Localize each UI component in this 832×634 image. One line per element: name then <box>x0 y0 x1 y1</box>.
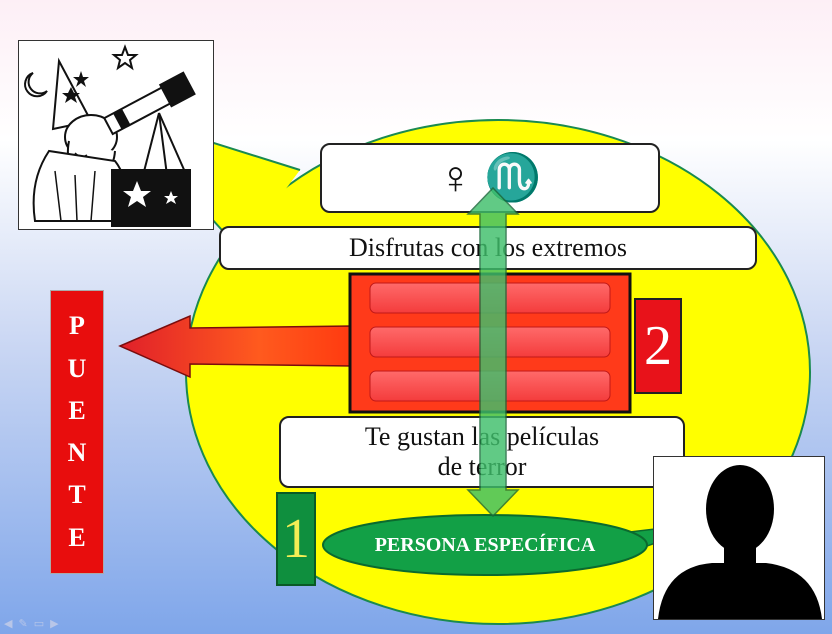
forward-icon[interactable]: ▶ <box>50 617 65 630</box>
level-one-badge: 1 <box>276 492 316 586</box>
double-arrow-icon <box>466 186 520 518</box>
person-photo <box>653 456 825 620</box>
persona-label-text: PERSONA ESPECÍFICA <box>374 533 596 556</box>
bridge-letter: N <box>67 438 87 468</box>
slideshow-toolbar[interactable]: ◀✎▭▶ <box>4 617 65 630</box>
astrologer-icon <box>24 44 196 227</box>
persona-label: PERSONA ESPECÍFICA <box>320 517 650 573</box>
bridge-letter: T <box>68 480 86 510</box>
bridge-letter: E <box>68 395 86 425</box>
trait-horror-text: Te gustan las películas de terror <box>364 422 600 481</box>
bridge-letter: U <box>67 353 87 383</box>
astrologer-illustration <box>18 40 214 230</box>
person-silhouette-icon <box>658 465 822 619</box>
level-two-badge: 2 <box>634 298 682 394</box>
level-one-number: 1 <box>282 508 310 570</box>
back-icon[interactable]: ◀ <box>4 617 19 630</box>
pen-icon[interactable]: ✎ <box>18 617 34 630</box>
level-two-number: 2 <box>644 315 672 377</box>
bridge-label: P U E N T E <box>50 290 104 574</box>
bridge-letter: E <box>68 522 86 552</box>
bridge-letter: P <box>69 311 85 341</box>
slide-icon[interactable]: ▭ <box>33 617 51 630</box>
